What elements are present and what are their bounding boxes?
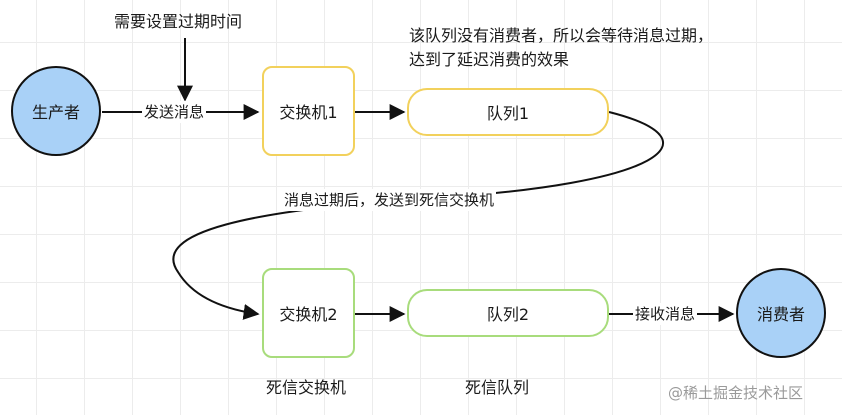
watermark: @稀土掘金技术社区 xyxy=(668,384,804,402)
edge-label-send: 发送消息 xyxy=(142,101,207,123)
edge-queue1-to-exchange2 xyxy=(172,111,665,320)
node-exchange2-label: 交换机2 xyxy=(279,305,338,324)
node-queue2: 队列2 xyxy=(407,289,609,337)
node-exchange2: 交换机2 xyxy=(262,268,355,358)
node-exchange1: 交换机1 xyxy=(262,66,355,156)
node-producer-label: 生产者 xyxy=(31,103,80,122)
node-consumer-label: 消费者 xyxy=(756,305,805,324)
edge-label-dead-letter-route: 消息过期后，发送到死信交换机 xyxy=(282,189,497,211)
node-queue1-label: 队列1 xyxy=(486,104,530,123)
node-exchange1-label: 交换机1 xyxy=(279,103,338,122)
node-queue1: 队列1 xyxy=(407,88,609,136)
caption-dead-queue: 死信队列 xyxy=(465,378,530,397)
annotation-set-expiry: 需要设置过期时间 xyxy=(114,12,243,31)
node-producer: 生产者 xyxy=(11,66,101,156)
node-consumer: 消费者 xyxy=(736,268,826,358)
node-queue2-label: 队列2 xyxy=(486,305,530,324)
edge-label-receive: 接收消息 xyxy=(633,303,698,325)
annotation-no-consumer-line1: 该队列没有消费者，所以会等待消息过期， xyxy=(409,26,714,45)
annotation-no-consumer-line2: 达到了延迟消费的效果 xyxy=(409,50,570,69)
caption-dead-exchange: 死信交换机 xyxy=(266,378,347,397)
